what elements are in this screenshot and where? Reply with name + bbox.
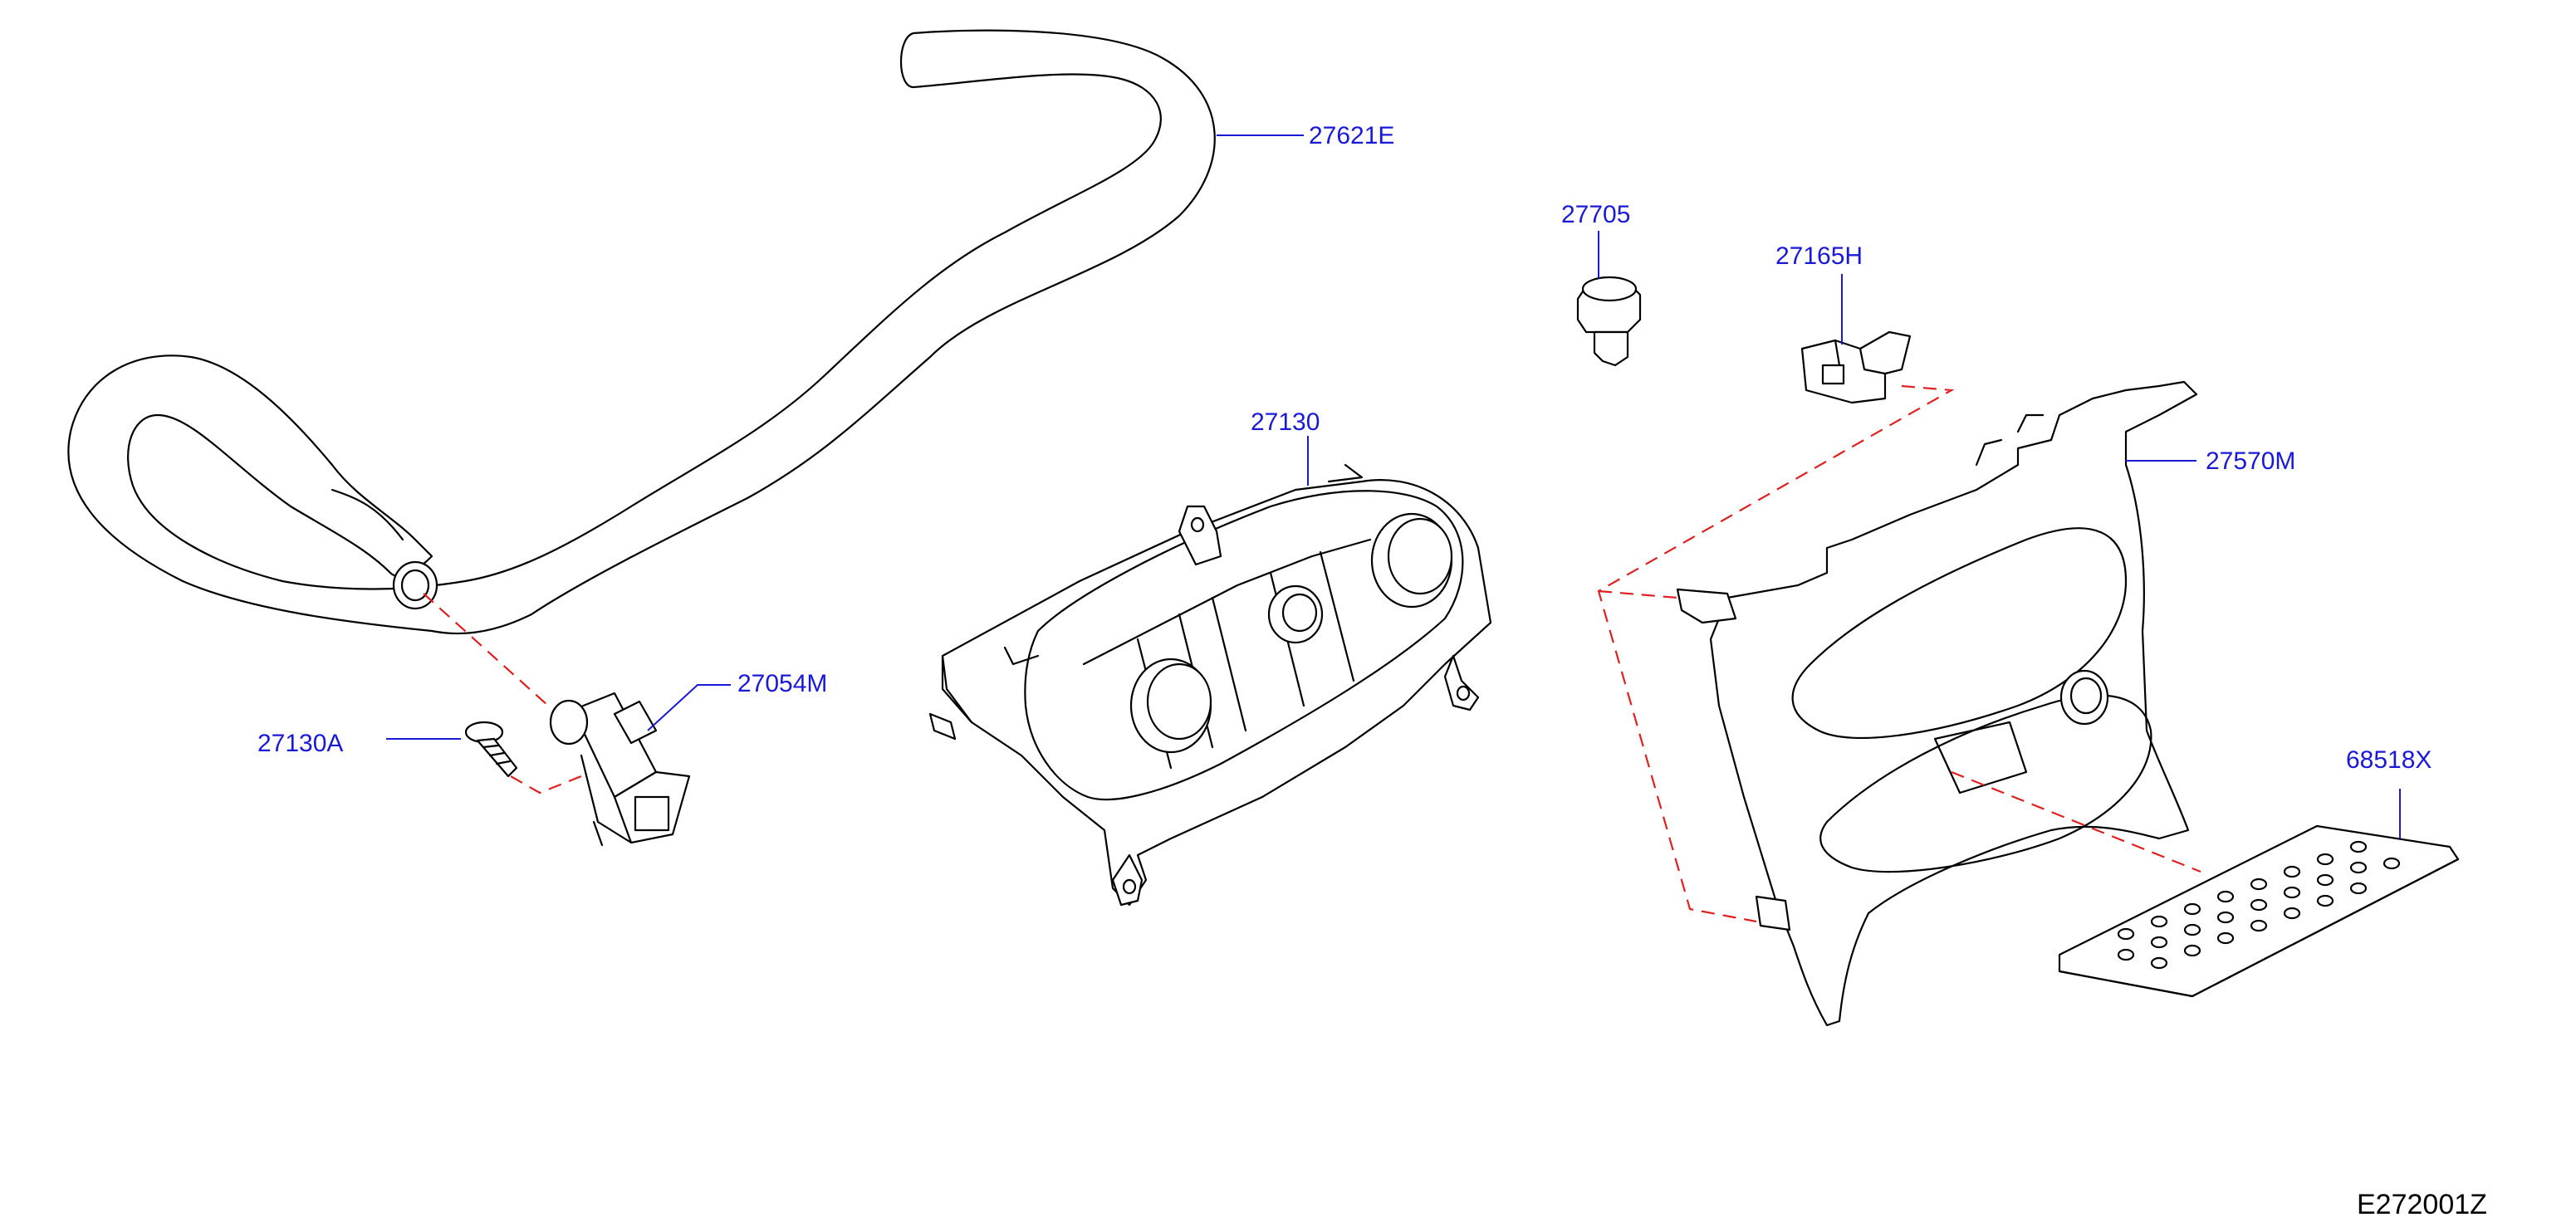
finisher-upper-line [1598, 589, 1678, 599]
aspirator-hose [67, 29, 1216, 635]
cluster-finisher [1676, 380, 2198, 1027]
in-car-sensor [549, 692, 691, 847]
callout-27130a: 27130A [257, 730, 343, 757]
diagram-code: E272001Z [2357, 1189, 2487, 1220]
callout-27621e: 27621E [1309, 122, 1394, 149]
callout-27054m: 27054M [737, 670, 827, 697]
bracket [1800, 330, 1912, 404]
callout-27165h: 27165H [1775, 242, 1863, 270]
cover-holes [2117, 840, 2401, 970]
leader-sensor [647, 684, 731, 731]
callout-27705: 27705 [1561, 201, 1630, 228]
assembly-lines [423, 384, 2201, 923]
finisher-to-cover-line [1951, 770, 2201, 873]
callout-68518x: 68518X [2346, 746, 2432, 774]
dash-cover [2058, 824, 2460, 998]
part-callouts: 27621E 27705 27165H 27130 27570M 27054M … [257, 122, 2487, 1220]
screw-to-sensor-line [510, 775, 582, 794]
clip [1576, 276, 1642, 367]
hose-to-sensor-line [423, 593, 549, 706]
heater-control-unit [928, 463, 1492, 907]
callout-27130: 27130 [1251, 408, 1320, 436]
screw [464, 721, 518, 778]
leader-lines [386, 134, 2401, 838]
callout-27570m: 27570M [2206, 447, 2295, 475]
